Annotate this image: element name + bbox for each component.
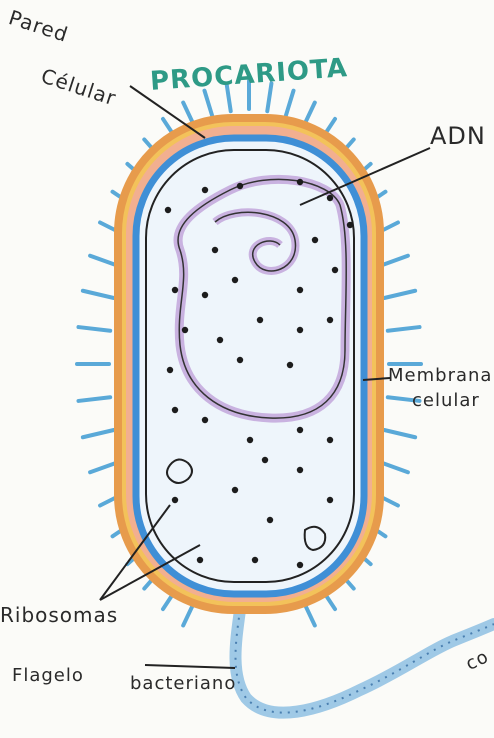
pilus — [384, 430, 415, 437]
pilus — [285, 91, 293, 118]
ribosome-dot — [297, 427, 303, 433]
ribosome-dot — [237, 357, 243, 363]
ribosome-dot — [297, 179, 303, 185]
label-adn: ADN — [430, 122, 486, 150]
ribosome-dot — [297, 562, 303, 568]
label-ribosomas: Ribosomas — [0, 603, 118, 627]
ribosome-dot — [167, 367, 173, 373]
label-celular-2: celular — [412, 390, 480, 411]
ribosome-dot — [202, 417, 208, 423]
pilus — [388, 327, 420, 331]
cell-membrane — [136, 138, 364, 594]
label-membrana: Membrana — [388, 365, 492, 386]
ribosome-dot — [217, 337, 223, 343]
pilus — [83, 291, 114, 298]
pilus — [78, 327, 110, 331]
ribosome-dot — [297, 327, 303, 333]
ribosome-dot — [197, 557, 203, 563]
pilus — [204, 91, 212, 118]
ribosome-dot — [257, 317, 263, 323]
ribosome-dot — [327, 317, 333, 323]
ribosome-dot — [165, 207, 171, 213]
ribosome-dot — [172, 287, 178, 293]
ribosome-dot — [172, 497, 178, 503]
ribosome-dot — [332, 267, 338, 273]
pilus — [83, 430, 114, 437]
ribosome-dot — [202, 187, 208, 193]
ribosome-dot — [182, 327, 188, 333]
pilus — [384, 291, 415, 298]
ribosome-dot — [232, 277, 238, 283]
ribosome-dot — [297, 467, 303, 473]
ribosome-dot — [327, 437, 333, 443]
ribosome-dot — [327, 195, 333, 201]
ribosome-dot — [267, 517, 273, 523]
ribosome-dot — [297, 287, 303, 293]
ribosome-dot — [247, 437, 253, 443]
ribosome-dot — [347, 222, 353, 228]
flagellum — [236, 610, 494, 713]
ribosome-dot — [232, 487, 238, 493]
ribosome-dot — [212, 247, 218, 253]
leader-flagelo — [145, 665, 235, 668]
ribosome-dot — [327, 497, 333, 503]
pilus — [78, 397, 110, 401]
ribosome-dot — [287, 362, 293, 368]
ribosome-dot — [172, 407, 178, 413]
ribosome-dot — [312, 237, 318, 243]
ribosome-dot — [252, 557, 258, 563]
ribosome-dot — [202, 292, 208, 298]
label-bacteriano: bacteriano — [130, 673, 236, 694]
label-flagelo: Flagelo — [12, 665, 84, 686]
ribosome-dot — [237, 183, 243, 189]
ribosome-dot — [262, 457, 268, 463]
